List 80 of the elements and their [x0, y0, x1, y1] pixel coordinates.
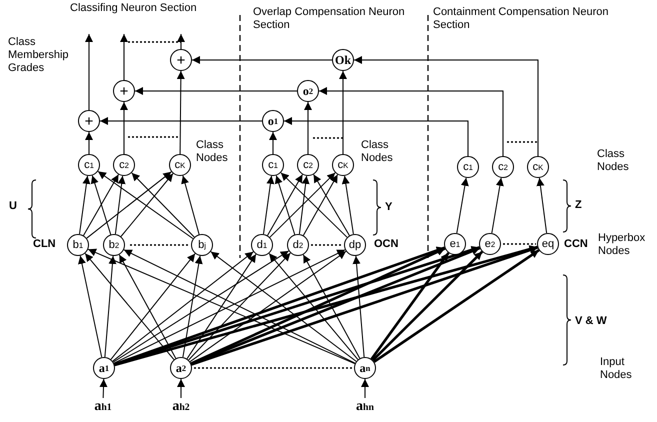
arrow	[318, 87, 504, 156]
annotation-label: Hyperbox Nodes	[598, 232, 646, 258]
arrow	[268, 252, 358, 360]
layer-label: OCN	[374, 238, 398, 251]
arrow	[176, 70, 185, 154]
arrow	[98, 170, 194, 240]
arrow	[79, 175, 90, 235]
arrow	[118, 254, 176, 359]
arrow	[302, 174, 338, 236]
arrow	[456, 177, 469, 234]
arrow	[78, 255, 102, 358]
arrow	[177, 378, 185, 398]
arrow	[313, 174, 350, 236]
arrow	[491, 177, 504, 234]
overlap-node: Ok	[332, 49, 354, 71]
layer-label: CCN	[564, 238, 588, 251]
arrow	[104, 256, 116, 358]
arrow	[280, 172, 348, 238]
arrow	[352, 256, 365, 358]
annotation-label: Class Nodes	[196, 139, 229, 165]
arrow	[210, 251, 357, 362]
arrow	[370, 252, 450, 360]
arrow	[112, 250, 290, 363]
section-heading: Overlap Compensation Neuron Section	[253, 6, 406, 32]
arrow	[182, 255, 203, 358]
arrow	[120, 102, 128, 154]
arrow	[85, 132, 93, 154]
arrow	[263, 175, 274, 235]
hyperbox-node: dp	[344, 234, 366, 256]
layer-label: CLN	[33, 238, 56, 251]
annotation-label: Class Nodes	[597, 148, 630, 174]
arrow	[354, 56, 538, 156]
layer-label: U	[9, 200, 17, 213]
arrow	[134, 87, 298, 95]
arrow	[536, 177, 548, 234]
arrow	[120, 173, 174, 237]
sum-node: +	[78, 110, 100, 132]
arrow	[100, 117, 262, 125]
arrow	[131, 172, 195, 238]
arrow	[90, 175, 112, 235]
arrow	[284, 117, 468, 156]
arrow	[269, 132, 277, 154]
arrow	[177, 34, 185, 50]
arrow	[190, 250, 346, 362]
layer-label: Y	[385, 201, 392, 214]
arrow	[269, 172, 336, 238]
arrow	[339, 70, 347, 154]
arrow	[110, 253, 196, 360]
annotation-label: Class Nodes	[361, 139, 394, 165]
arrow	[298, 175, 310, 235]
arrow	[188, 252, 291, 360]
sum-node: +	[170, 49, 192, 71]
arrow	[372, 250, 484, 362]
arrow	[120, 34, 128, 80]
arrow	[373, 249, 540, 363]
annotation-label: Input Nodes	[600, 356, 633, 382]
arrow	[181, 175, 200, 235]
arrow	[267, 174, 303, 236]
arrow	[186, 254, 256, 360]
arrow	[304, 102, 312, 154]
section-heading: Containment Compensation Neuron Section	[433, 6, 610, 32]
annotation-label: Class Membership Grades	[8, 36, 70, 75]
arrow	[361, 378, 369, 398]
arrow	[114, 175, 126, 235]
arrow	[190, 246, 538, 366]
arrow	[86, 171, 172, 239]
arrow	[100, 378, 108, 398]
arrow	[112, 251, 254, 362]
hyperbox-node: eq	[537, 233, 559, 255]
arrow	[274, 175, 296, 235]
arrow	[192, 56, 332, 64]
arrow	[85, 34, 93, 110]
arrow	[84, 252, 174, 360]
arrow	[302, 254, 360, 359]
section-heading: Classifing Neuron Section	[70, 2, 197, 15]
layer-label: V & W	[575, 315, 607, 328]
arrow	[342, 175, 354, 235]
arrow	[83, 174, 119, 236]
layer-label: Z	[575, 199, 582, 212]
sum-node: +	[113, 80, 135, 102]
